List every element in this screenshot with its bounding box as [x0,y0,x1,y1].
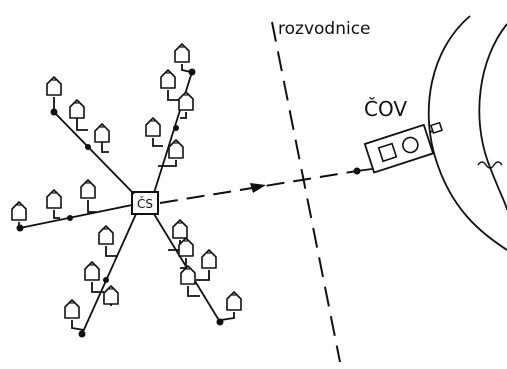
house-icon [98,225,114,245]
house-icon [103,285,119,305]
treatment-plant [363,123,435,174]
house-icon [145,117,161,137]
house-icon [11,201,27,221]
branch-left [19,204,133,229]
house-icon [84,261,100,281]
pressure-main-line [159,170,358,204]
house-icon [46,189,62,209]
outfall [429,121,443,134]
watershed-line [271,21,341,363]
house-icon [46,76,62,96]
house-icon [64,299,80,319]
house-icon [226,291,242,311]
treatment-plant-label: ČOV [364,97,407,121]
river-banks [427,15,507,251]
house-icon [178,237,194,257]
branch-lower-left [81,213,137,335]
watershed-label: rozvodnice [278,19,371,39]
house-icon [172,219,188,239]
house-icon [160,69,176,89]
house-icon [80,179,96,199]
house-icon [174,43,190,63]
house-icon [201,249,217,269]
flow-arrow-icon [250,183,266,193]
house-icon [69,99,85,119]
pump-station-label: ČS [137,196,153,211]
house-icon [168,139,184,159]
pump-station: ČS [131,191,159,215]
house-icon [94,123,110,143]
houses [11,43,242,319]
branch-upper-left [53,111,135,195]
water-wave [477,161,503,169]
house-icon [178,91,194,111]
